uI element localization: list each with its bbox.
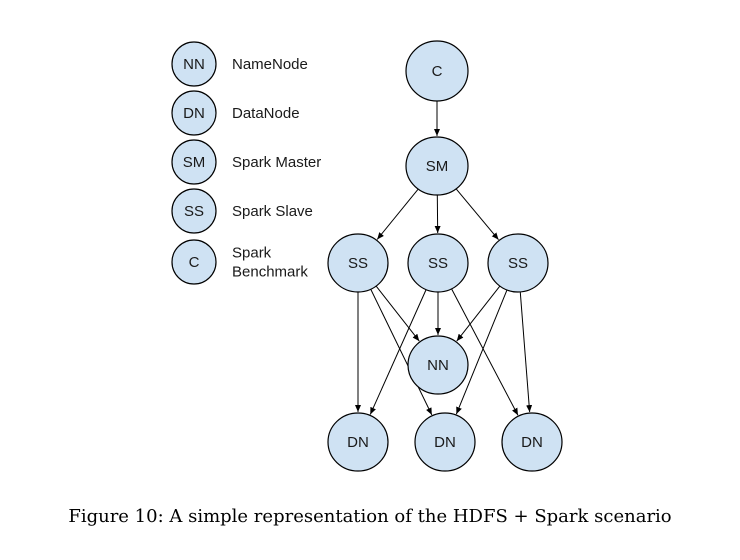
legend-description: DataNode (232, 105, 300, 122)
edge-ss2-to-dn1 (369, 289, 427, 415)
legend-item-dn: DN DataNode (171, 90, 300, 136)
edge-ss2-to-dn3 (451, 288, 519, 416)
edge-ss3-to-nn (456, 285, 501, 342)
node-dn3: DN (501, 412, 563, 472)
edges (355, 101, 533, 416)
legend-abbr: NN (183, 56, 205, 73)
legend-item-ss: SS Spark Slave (171, 188, 313, 234)
node-nn-label: NN (427, 357, 449, 374)
legend-abbr: SS (184, 203, 204, 220)
legend-description: Benchmark (232, 264, 308, 281)
edge-sm-to-ss1 (376, 188, 419, 240)
figure-caption: Figure 10: A simple representation of th… (68, 506, 672, 527)
node-ss2: SS (407, 233, 469, 293)
node-nn: NN (407, 335, 469, 395)
edge-sm-to-ss3 (455, 188, 499, 240)
node-dn3-circle (501, 412, 563, 472)
node-sm: SM (405, 136, 469, 196)
node-ss3-circle (487, 233, 549, 293)
node-ss3-label: SS (508, 255, 528, 272)
node-dn1-circle (327, 412, 389, 472)
node-sm-label: SM (426, 158, 449, 175)
legend-abbr: DN (183, 105, 205, 122)
node-ss3: SS (487, 233, 549, 293)
legend-circle (171, 139, 217, 185)
legend-circle (171, 239, 217, 285)
node-ss1-label: SS (348, 255, 368, 272)
edge-ss3-to-dn3 (519, 291, 533, 413)
legend-item-sm: SM Spark Master (171, 139, 321, 185)
node-ss2-label: SS (428, 255, 448, 272)
node-dn1-label: DN (347, 434, 369, 451)
node-nn-circle (407, 335, 469, 395)
node-sm-circle (405, 136, 469, 196)
node-ss1: SS (327, 233, 389, 293)
legend-item-nn: NN NameNode (171, 41, 308, 87)
edge-ss1-to-dn2 (370, 289, 433, 416)
legend-description: Spark (232, 245, 272, 262)
legend-circle (171, 41, 217, 87)
node-dn1: DN (327, 412, 389, 472)
node-ss1-circle (327, 233, 389, 293)
legend-abbr: C (189, 254, 200, 271)
node-ss2-circle (407, 233, 469, 293)
node-c: C (405, 40, 469, 102)
edge-ss3-to-dn2 (455, 289, 508, 415)
legend-description: Spark Slave (232, 203, 313, 220)
node-dn2-label: DN (434, 434, 456, 451)
nodes: C SM SS SS SS NN DN DN DN (327, 40, 563, 472)
node-dn3-label: DN (521, 434, 543, 451)
legend-circle (171, 90, 217, 136)
edge-ss1-to-nn (375, 285, 420, 342)
node-c-circle (405, 40, 469, 102)
node-dn2: DN (414, 412, 476, 472)
node-dn2-circle (414, 412, 476, 472)
legend-description: Spark Master (232, 154, 321, 171)
node-c-label: C (432, 63, 443, 80)
legend-abbr: SM (183, 154, 206, 171)
legend-circle (171, 188, 217, 234)
legend-description: NameNode (232, 56, 308, 73)
